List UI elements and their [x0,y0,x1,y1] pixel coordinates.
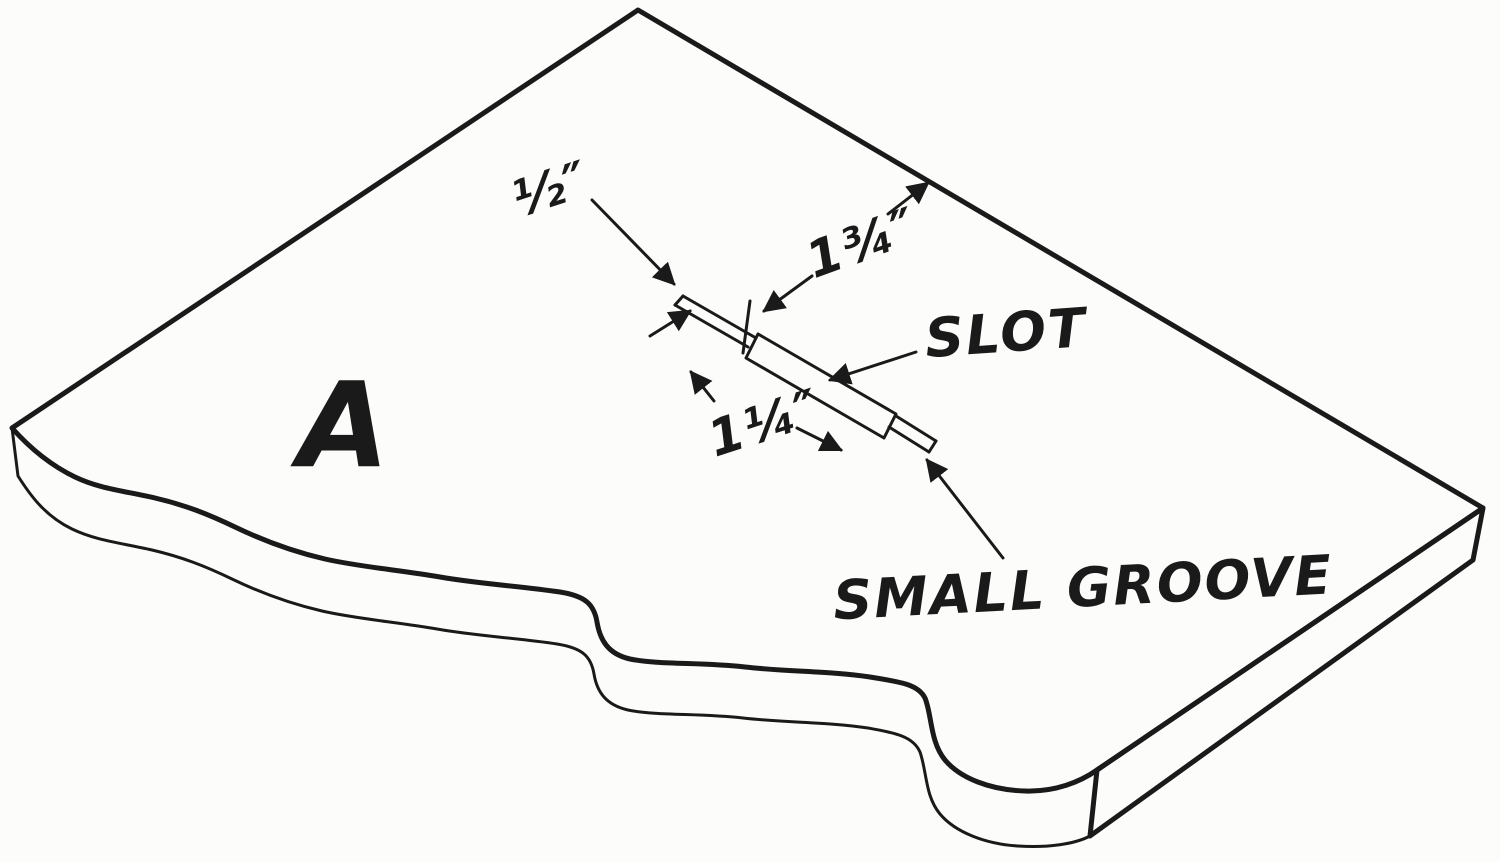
edge-distance-arrow-to-groove [762,274,814,313]
callout-small-groove: SMALL GROOVE [832,543,1335,632]
leader-arrows [590,181,1005,560]
half-inch-leader-arrow [590,198,676,286]
small-groove-left [673,294,758,355]
dimension-groove-width: ½″ [505,149,597,228]
groove-line [894,414,938,443]
groove-line [887,425,931,454]
half-inch-counter-arrow [648,309,692,338]
broken-edge-hatching [10,426,1099,848]
dimension-edge-distance: 1¾″ [798,196,926,290]
part-label: A [290,356,389,494]
groove-end-cap [927,439,938,454]
slot-end-tick [741,299,752,355]
small-groove-right [887,414,938,454]
groove-line [681,294,758,340]
quarter-inch-arrow-down [795,426,844,452]
slot-leader-arrow [827,350,918,385]
small-groove-leader-arrow [925,458,1005,560]
edge-distance-arrow-to-edge [886,181,930,216]
callout-slot: SLOT [923,296,1091,370]
quarter-inch-arrow-up [689,370,716,403]
dimension-slot-length: 1¼″ [701,378,828,469]
groove-end-cap [673,294,685,307]
slot-outline [744,332,898,440]
